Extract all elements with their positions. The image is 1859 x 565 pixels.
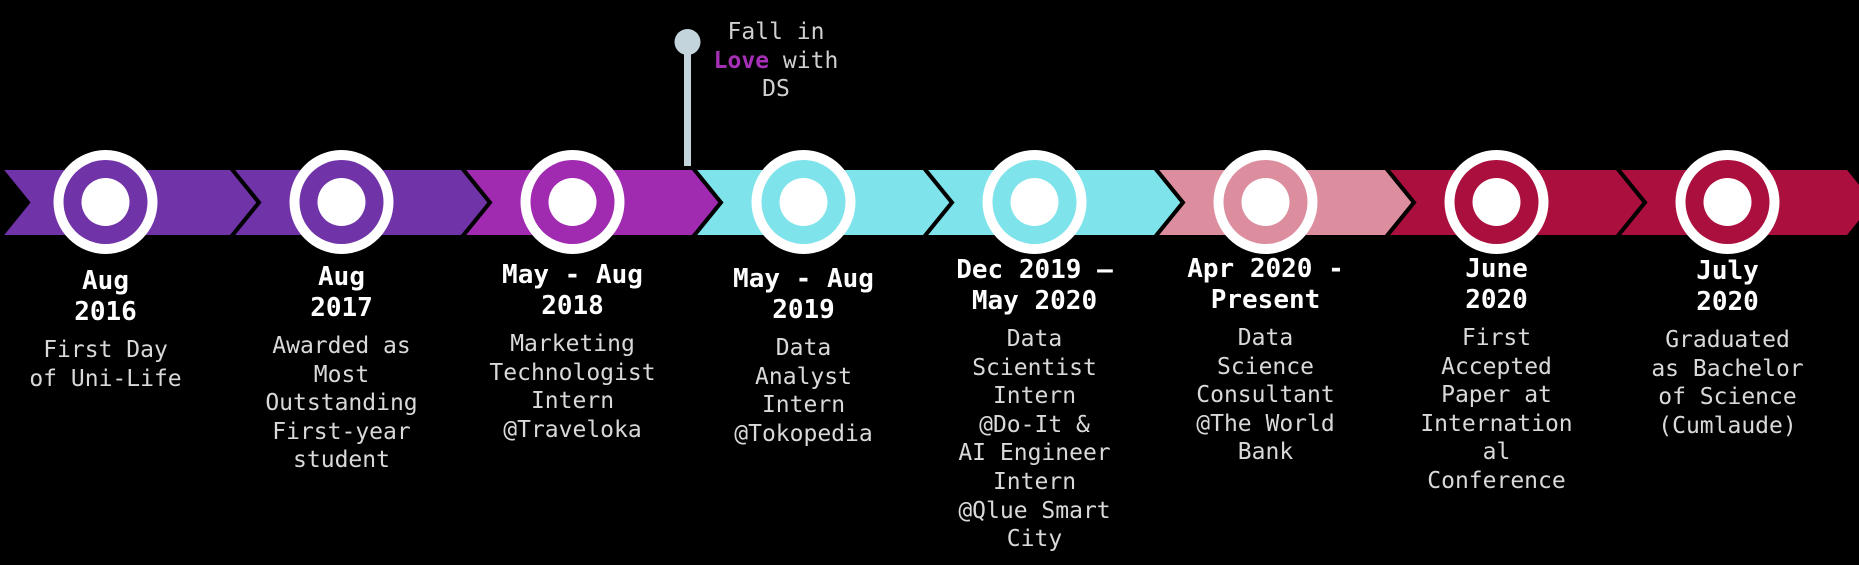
milestone-description-line: Awarded as [272, 333, 411, 359]
callout-line-2: Love with [696, 47, 856, 76]
callout-pin-icon [674, 29, 701, 168]
milestone-description-line: Science [1217, 353, 1314, 380]
milestone-description-line: Outstanding [265, 390, 418, 417]
milestone-description-line: Paper at [1441, 382, 1552, 409]
callout-line-3: DS [762, 76, 790, 103]
callout-line-2-rest: with [769, 47, 839, 74]
milestone-description-line: First Day [43, 337, 168, 363]
milestone-description-line: Accepted [1441, 353, 1552, 380]
milestone-date-line: June [1465, 254, 1528, 284]
milestone-description-line: City [1006, 526, 1063, 553]
milestone-description-line: @Traveloka [503, 416, 642, 443]
milestone-description-line: First-year [272, 418, 411, 445]
milestone-description-line: AI Engineer [958, 440, 1111, 467]
milestone-date-line: 2017 [310, 293, 373, 323]
milestone-date-line: 2020 [1696, 287, 1759, 317]
milestone-date-line: Aug [318, 262, 365, 292]
milestone-description-line: (Cumlaude) [1658, 412, 1797, 439]
milestone-description-line: Scientist [972, 354, 1097, 381]
milestone-date-line: Present [1210, 285, 1321, 315]
milestone-description-line: Internation [1420, 410, 1573, 437]
callout-emphasis: Love [713, 47, 770, 74]
milestone-description-line: @Do-It & [979, 411, 1090, 438]
milestone-node-icon [1675, 150, 1780, 254]
milestone-description-line: Conference [1427, 467, 1566, 494]
milestone-node-icon [1444, 150, 1549, 254]
milestone-description-line: Intern [992, 468, 1077, 495]
milestone-description-line: Intern [761, 392, 846, 419]
milestone-description-line: Marketing [510, 331, 635, 357]
milestone-description-line: @Qlue Smart [958, 497, 1111, 524]
milestone-date-line: July [1696, 256, 1759, 286]
milestone-date-line: 2020 [1465, 285, 1528, 315]
milestone-node-icon [520, 150, 625, 254]
milestone-date-line: Dec 2019 – [956, 255, 1113, 285]
milestone-node-icon [1213, 150, 1318, 254]
milestone-date: Dec 2019 –May 2020 [920, 255, 1150, 317]
milestone-node-icon [751, 150, 856, 254]
milestone-description-line: student [293, 447, 390, 474]
milestone-description-line: Data [1006, 326, 1063, 352]
milestone-description-line: as Bachelor [1651, 355, 1804, 382]
milestone-date-line: May 2020 [971, 286, 1098, 316]
milestone-description-line: @The World [1196, 410, 1335, 437]
milestone-node-icon [982, 150, 1087, 254]
milestone-date-line: May - Aug [733, 264, 874, 294]
milestone-date-line: May - Aug [502, 260, 643, 290]
callout-label: Fall in Love with DS [696, 18, 856, 104]
callout-line-1: Fall in [727, 19, 825, 45]
milestone-description-line: @Tokopedia [734, 420, 873, 447]
milestone-description-line: Most [313, 361, 370, 388]
milestone-node-icon [53, 150, 158, 254]
milestone-date-line: Apr 2020 - [1187, 254, 1344, 284]
milestone-description-line: Data [775, 335, 832, 361]
milestone-description-line: Technologist [489, 359, 656, 386]
milestone-description-line: of Uni-Life [29, 365, 182, 392]
milestone-date: Apr 2020 -Present [1151, 254, 1381, 316]
milestone-description-line: Graduated [1665, 327, 1790, 353]
milestone-date-line: Aug [82, 266, 129, 296]
milestone-description-line: First [1461, 325, 1532, 351]
milestone-date-line: 2016 [74, 297, 137, 327]
milestone-date-line: 2018 [541, 291, 604, 321]
milestone-description-line: Consultant [1196, 382, 1335, 409]
milestone-description-line: Data [1237, 325, 1294, 351]
milestone-description-line: Bank [1237, 439, 1294, 466]
milestone-description-line: Intern [530, 388, 615, 415]
milestone-description-line: Analyst [755, 363, 852, 390]
milestone-node-icon [289, 150, 394, 254]
milestone-date-line: 2019 [772, 295, 835, 325]
milestone-description-line: Intern [992, 383, 1077, 410]
milestone-description-line: al [1482, 439, 1511, 466]
milestone-description-line: of Science [1658, 384, 1797, 411]
